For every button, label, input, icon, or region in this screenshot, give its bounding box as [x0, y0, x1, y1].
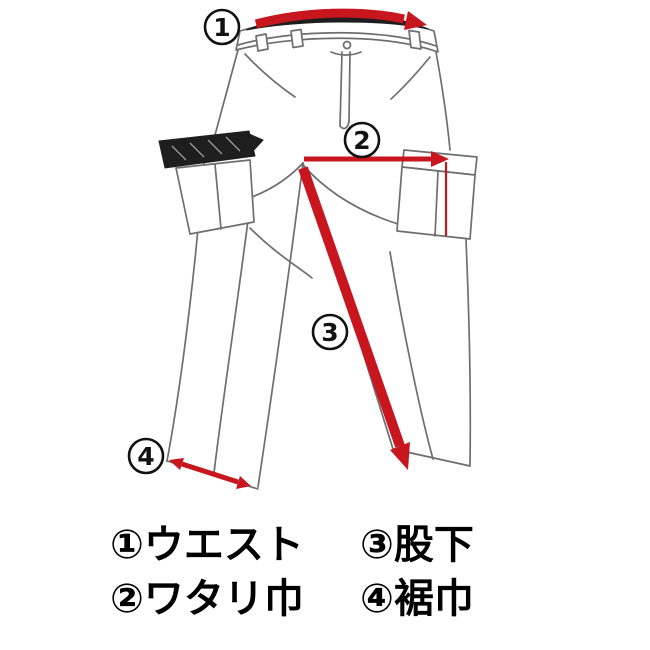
right-leg-crease: [389, 251, 434, 460]
crotch-seam-left: [251, 162, 304, 198]
hem-arrow-line: [181, 461, 239, 485]
marker-2-thigh: 2: [343, 121, 381, 159]
marker-1-waist: 1: [203, 8, 241, 46]
waist-arrow-head: [404, 11, 427, 30]
marker-4-circle: [127, 437, 165, 475]
marker-3-inseam: 3: [311, 313, 349, 351]
torso-right-outline: [435, 51, 451, 151]
cargo-pocket-left: [158, 130, 264, 235]
left-leg-crease: [213, 204, 251, 474]
marker-4-hem: 4: [127, 437, 165, 475]
marker-3-number: 3: [321, 318, 338, 347]
cargo-pocket-left-flap: [158, 130, 256, 169]
inseam-arrow-head: [390, 442, 410, 470]
marker-4-number: 4: [137, 442, 154, 471]
fly-seam-right: [348, 51, 351, 123]
legend-item-waist: ①ウエスト: [110, 522, 304, 568]
belt-loop-right: [408, 29, 422, 50]
hem-arrow-head-right: [236, 476, 251, 489]
thigh-width-arrow: [304, 151, 449, 236]
cargo-pocket-left-body: [175, 159, 255, 235]
belt-loop-left: [255, 33, 269, 52]
front-pocket-right-seam: [390, 56, 431, 100]
marker-2-circle: [343, 121, 381, 159]
right-leg-outer-seam: [465, 239, 472, 466]
marker-1-number: 1: [213, 13, 230, 42]
waist-button: [342, 40, 352, 50]
fly-seam-bottom: [339, 120, 350, 130]
marker-1-circle: [203, 8, 241, 46]
flap-hatch-lines: [171, 136, 241, 161]
thigh-arrow-head: [431, 151, 449, 167]
seat-curve: [249, 227, 313, 279]
inseam-left-leg: [257, 162, 304, 488]
legend-item-thigh-width: ②ワタリ巾: [110, 576, 304, 622]
hem-arrow-head-left: [169, 458, 184, 470]
marker-2-number: 2: [353, 126, 370, 155]
hem-width-arrow: [169, 458, 251, 489]
waistband-tab-seam: [330, 51, 362, 56]
cargo-pocket-left-flap-tab: [248, 133, 264, 153]
waist-arrow-line: [254, 8, 405, 29]
marker-3-circle: [311, 313, 349, 351]
legend-item-inseam: ③股下: [360, 522, 474, 568]
fly-seam-left: [339, 51, 343, 127]
crotch-seam-right: [302, 164, 399, 225]
cargo-pocket-left-pleat: [214, 163, 222, 230]
front-pocket-left-seam: [244, 53, 296, 98]
measurement-legend: ①ウエスト ③股下 ②ワタリ巾 ④裾巾: [110, 520, 474, 624]
belt-loop-center: [290, 28, 304, 49]
torso-left-outline: [203, 49, 239, 163]
cargo-pocket-right-pleat: [434, 170, 439, 237]
inseam-arrow: [298, 166, 410, 470]
waist-arrow: [254, 8, 427, 30]
legend-item-hem-width: ④裾巾: [360, 576, 474, 622]
pants-drawing: [166, 49, 472, 490]
inseam-arrow-line: [298, 166, 405, 448]
